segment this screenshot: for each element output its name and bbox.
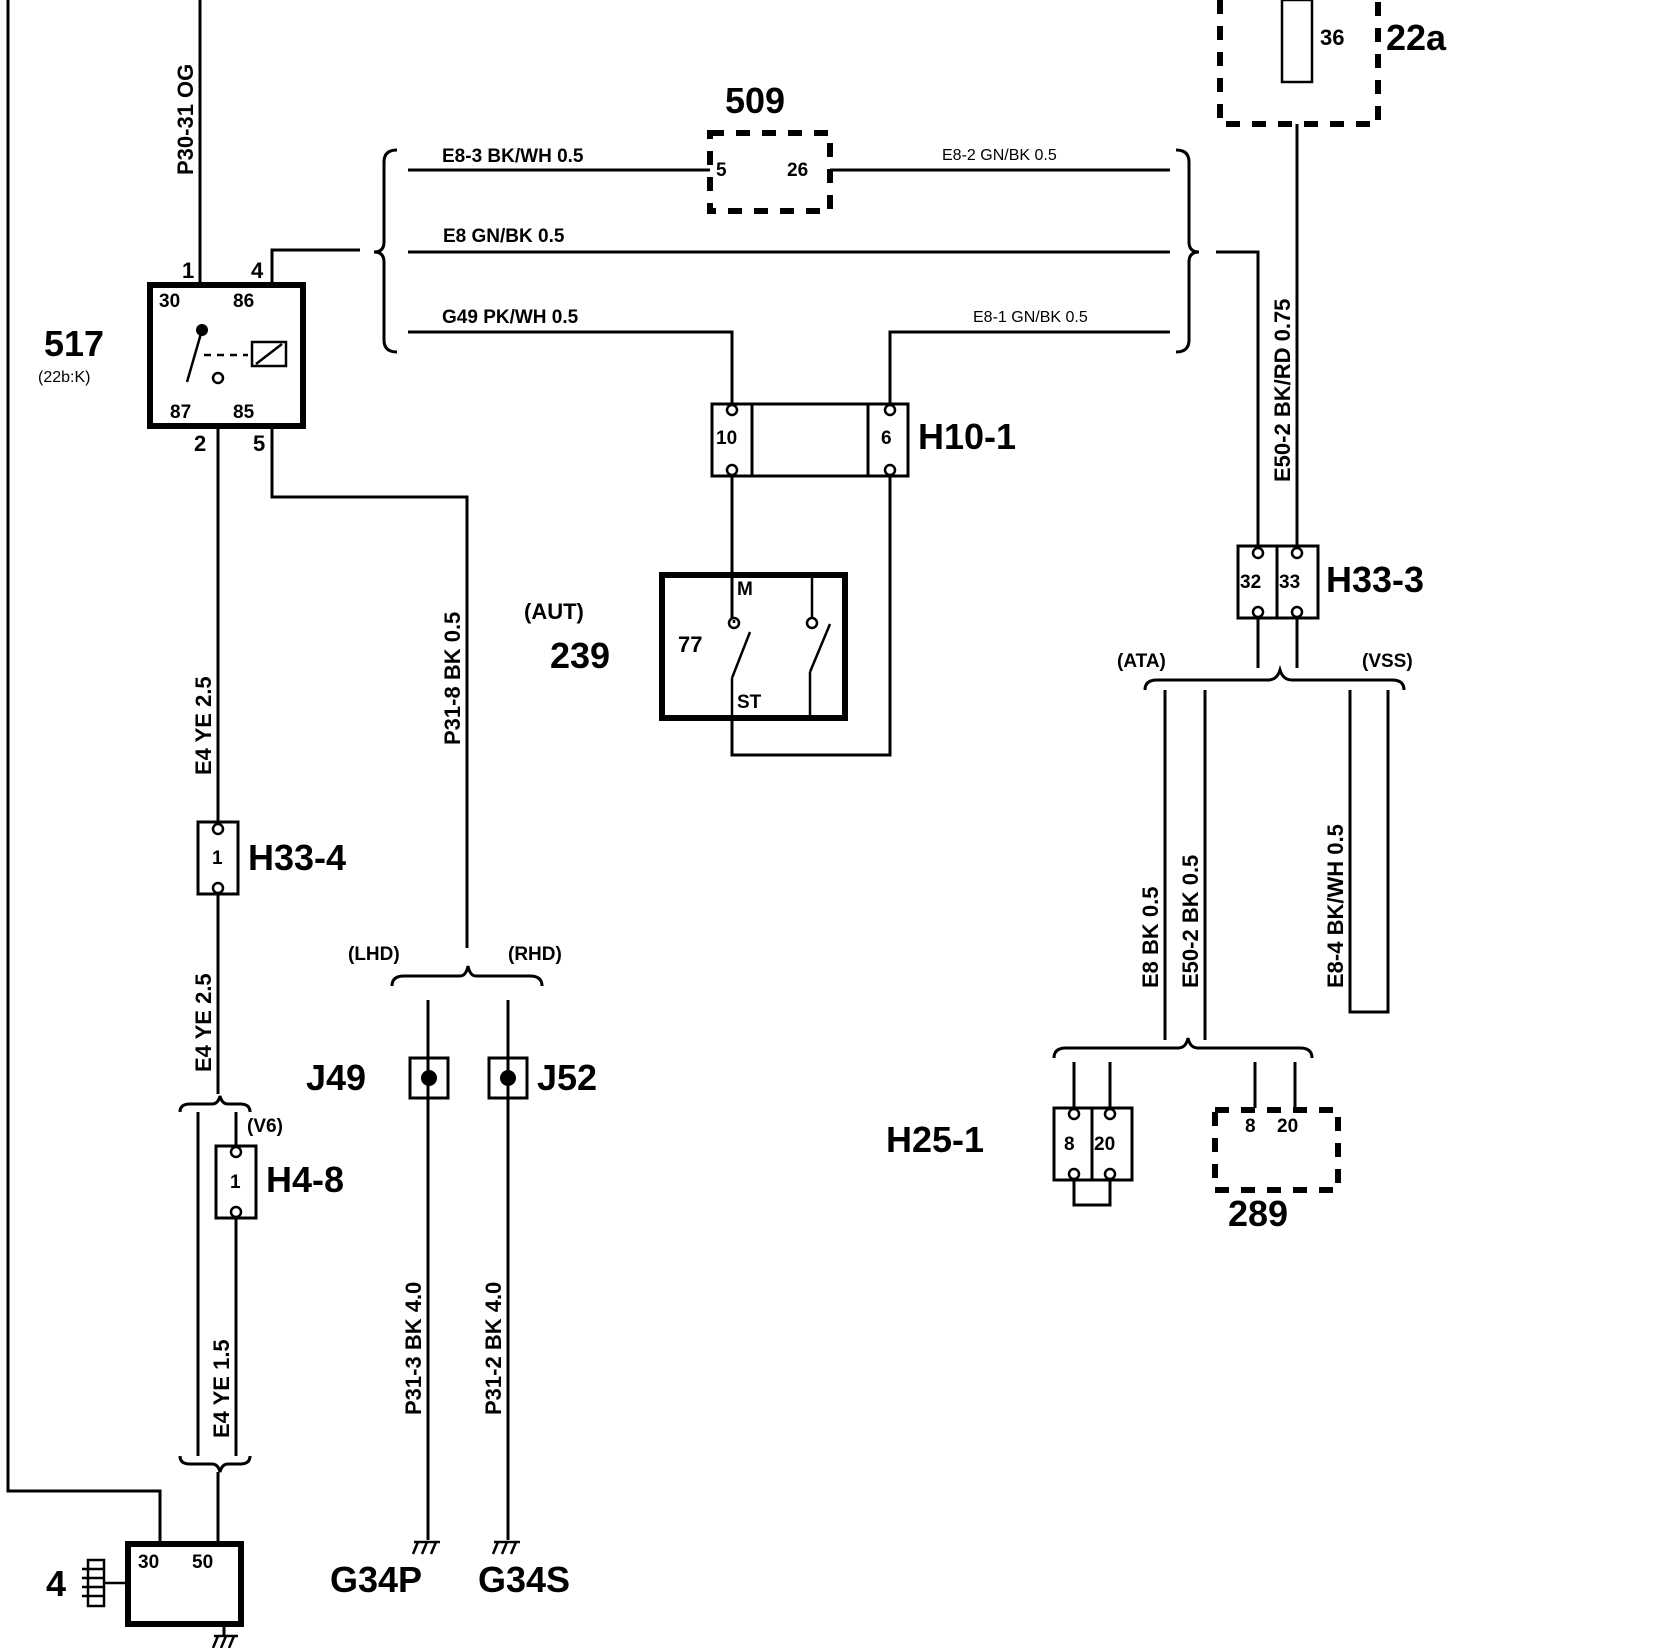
h25-1-label: H25-1 bbox=[886, 1119, 984, 1160]
wire-label-e50-2-bk: E50-2 BK 0.5 bbox=[1178, 855, 1203, 988]
relay-term-2: 2 bbox=[194, 431, 206, 456]
variant-rhd: (RHD) bbox=[508, 944, 562, 965]
switch-239-pin-st: ST bbox=[737, 692, 762, 713]
relay-pin-87: 87 bbox=[170, 402, 191, 423]
wire-relay-86 bbox=[270, 248, 360, 285]
j49-label: J49 bbox=[306, 1057, 366, 1098]
wire-label-p31-2: P31-2 BK 4.0 bbox=[481, 1282, 506, 1415]
bracket-lhd-rhd bbox=[390, 965, 544, 987]
starter-pin-50: 50 bbox=[192, 1552, 213, 1573]
h25-1-pin-8: 8 bbox=[1064, 1134, 1075, 1155]
wire-label-g49: G49 PK/WH 0.5 bbox=[442, 307, 579, 328]
connector-h4-8: 1 H4-8 bbox=[214, 1144, 344, 1220]
h33-3-pin-33: 33 bbox=[1279, 572, 1300, 593]
h10-1-pin-6: 6 bbox=[881, 428, 892, 449]
h33-3-label: H33-3 bbox=[1326, 559, 1424, 600]
h4-8-variant: (V6) bbox=[247, 1116, 283, 1137]
wire-label-p30-31: P30-31 OG bbox=[173, 64, 198, 175]
ground-g34s: G34S bbox=[478, 1540, 570, 1600]
h25-1-pin-20: 20 bbox=[1094, 1134, 1115, 1155]
wire-label-e8-2: E8-2 GN/BK 0.5 bbox=[942, 147, 1057, 164]
relay-pin-85: 85 bbox=[233, 402, 255, 423]
relay-pin-86: 86 bbox=[233, 291, 254, 312]
wire-relay-85 bbox=[270, 426, 469, 948]
wire-label-e4-mid: E4 YE 2.5 bbox=[191, 973, 216, 1072]
wire-starter-feed bbox=[6, 0, 162, 1544]
splice-j52: J52 bbox=[487, 1056, 597, 1100]
relay-517-label: 517 bbox=[44, 323, 104, 364]
wire-label-e8-3: E8-3 BK/WH 0.5 bbox=[442, 146, 584, 167]
relay-term-5: 5 bbox=[253, 431, 265, 456]
module-289-pin-8: 8 bbox=[1245, 1116, 1256, 1137]
module-22a-pin: 36 bbox=[1320, 25, 1344, 50]
h10-1-label: H10-1 bbox=[918, 416, 1016, 457]
switch-239-label: 239 bbox=[550, 635, 610, 676]
h10-1-pin-10: 10 bbox=[716, 428, 737, 449]
module-509-pin-5: 5 bbox=[716, 160, 727, 181]
switch-239-pin-m: M bbox=[737, 579, 753, 600]
bracket-v6-bottom bbox=[178, 1455, 252, 1473]
h4-8-pin: 1 bbox=[230, 1172, 241, 1193]
connector-h33-3: 32 33 H33-3 bbox=[1236, 544, 1424, 620]
bracket-v6-top bbox=[178, 1095, 252, 1113]
module-22a: 36 22a bbox=[1217, 0, 1447, 127]
g34s-label: G34S bbox=[478, 1559, 570, 1600]
variant-lhd: (LHD) bbox=[348, 944, 400, 965]
h4-8-label: H4-8 bbox=[266, 1159, 344, 1200]
wire-label-e8-bk: E8 BK 0.5 bbox=[1138, 887, 1163, 989]
wire-label-e8-4: E8-4 BK/WH 0.5 bbox=[1323, 824, 1348, 988]
module-509-pin-26: 26 bbox=[787, 160, 808, 181]
variant-vss: (VSS) bbox=[1362, 651, 1413, 672]
wire-label-e4-low: E4 YE 1.5 bbox=[209, 1339, 234, 1438]
module-289-label: 289 bbox=[1228, 1193, 1288, 1234]
relay-term-1: 1 bbox=[182, 258, 194, 283]
switch-239-pin-77: 77 bbox=[678, 632, 702, 657]
relay-517: 30 86 87 85 517 (22b:K) 1 4 2 5 bbox=[38, 258, 306, 456]
wire-label-e8: E8 GN/BK 0.5 bbox=[443, 226, 565, 247]
starter-4-label: 4 bbox=[46, 1563, 66, 1604]
wire-label-p31-8: P31-8 BK 0.5 bbox=[440, 612, 465, 745]
module-289-pin-20: 20 bbox=[1277, 1116, 1298, 1137]
connector-h33-4: 1 H33-4 bbox=[196, 820, 346, 896]
h33-3-pin-32: 32 bbox=[1240, 572, 1261, 593]
bracket-right bbox=[1175, 148, 1200, 354]
bracket-left bbox=[373, 148, 398, 354]
switch-239: M 77 ST (AUT) 239 bbox=[524, 572, 848, 721]
variant-ata: (ATA) bbox=[1117, 651, 1166, 672]
wire-e8-to-h33-3 bbox=[1216, 250, 1260, 548]
wire-label-e50-2-top: E50-2 BK/RD 0.75 bbox=[1270, 299, 1295, 482]
h33-4-label: H33-4 bbox=[248, 837, 346, 878]
ground-g34p: G34P bbox=[330, 1540, 440, 1600]
wire-e8-4 bbox=[1348, 690, 1390, 1014]
wire-e8-1 bbox=[888, 330, 1170, 408]
splice-j49: J49 bbox=[306, 1056, 450, 1100]
module-22a-label: 22a bbox=[1386, 17, 1447, 58]
j52-label: J52 bbox=[537, 1057, 597, 1098]
relay-pin-30: 30 bbox=[159, 291, 180, 312]
g34p-label: G34P bbox=[330, 1559, 422, 1600]
connector-h10-1: 10 6 H10-1 bbox=[710, 402, 1016, 478]
relay-517-ref: (22b:K) bbox=[38, 369, 90, 386]
bracket-h25-289 bbox=[1052, 1037, 1314, 1059]
module-289: 8 20 289 bbox=[1212, 1107, 1341, 1234]
starter-pin-30: 30 bbox=[138, 1552, 159, 1573]
switch-239-variant: (AUT) bbox=[524, 599, 584, 624]
h33-4-pin: 1 bbox=[212, 848, 223, 869]
module-509-label: 509 bbox=[725, 80, 785, 121]
wire-label-e8-1: E8-1 GN/BK 0.5 bbox=[973, 309, 1088, 326]
starter-4: 30 50 4 bbox=[46, 1541, 244, 1648]
wire-g49 bbox=[408, 330, 734, 408]
wire-label-p31-3: P31-3 BK 4.0 bbox=[401, 1282, 426, 1415]
module-509: 509 5 26 bbox=[707, 80, 833, 214]
connector-h25-1: 8 20 H25-1 bbox=[886, 1106, 1134, 1207]
wire-label-e4-top: E4 YE 2.5 bbox=[191, 676, 216, 775]
relay-term-4: 4 bbox=[251, 258, 264, 283]
wire-h10-6-to-239 bbox=[730, 476, 892, 757]
bracket-ata-vss bbox=[1143, 664, 1406, 691]
